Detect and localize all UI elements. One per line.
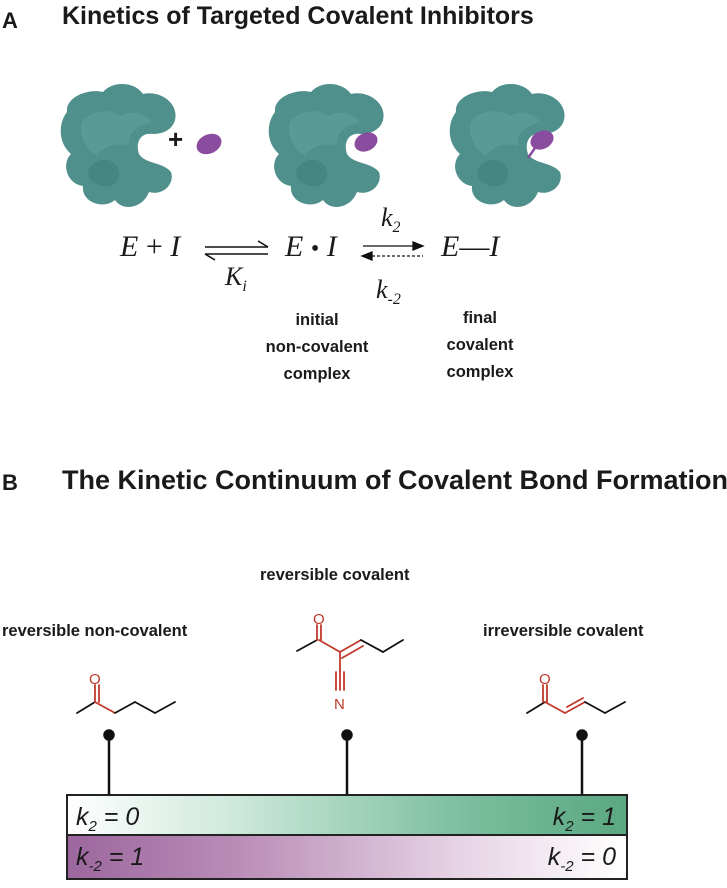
final-complex-line-2: covalent [446, 336, 514, 354]
bar-top-left-k: k [76, 803, 89, 831]
eq-ei-inhibitor: I [326, 230, 337, 263]
ketone-molecule [76, 684, 176, 714]
km2-main: k [376, 275, 388, 304]
eq-inhibitor-symbol: I [170, 230, 181, 263]
eq-cov-dash: — [459, 230, 490, 263]
panel-b-title: The Kinetic Continuum of Covalent Bond F… [62, 465, 727, 495]
left-label: reversible non-covalent [2, 622, 188, 640]
enzyme-icon-free [60, 83, 176, 207]
final-complex-line-1: final [463, 309, 497, 327]
k-minus2-label: k-2 [376, 275, 401, 309]
inhibitor-icon-free [196, 133, 222, 155]
final-complex-line-3: complex [446, 363, 514, 381]
final-complex-label: final covalent complex [430, 305, 530, 386]
equilibrium-arrows-k2 [360, 241, 425, 261]
bar-top-right-text: k2 = 1 [553, 796, 616, 838]
ki-label: Ki [225, 262, 247, 296]
initial-complex-label: initial non-covalent complex [255, 307, 379, 388]
bar-top-left-sub: 2 [88, 818, 97, 835]
inhibitor-icon-noncovalent [354, 132, 378, 152]
panel-a-letter: A [2, 8, 18, 33]
covalent-bond-icon [526, 147, 537, 159]
k2-main: k [381, 203, 393, 232]
equilibrium-arrows-ki [204, 240, 269, 261]
pin-markers [103, 729, 588, 794]
initial-complex-line-3: complex [283, 365, 351, 383]
bar-bottom-left-sub: -2 [88, 858, 102, 875]
k-minus2-gradient-bar: k-2 = 1 k-2 = 0 [66, 836, 628, 880]
bar-top-left-rest: = 0 [96, 803, 140, 831]
equation-e-i-covalent: E—I [441, 230, 499, 264]
panel-b-letter: B [2, 470, 18, 495]
bar-bottom-right-rest: = 0 [573, 843, 616, 871]
right-label: irreversible covalent [483, 622, 644, 640]
bar-bottom-right-sub: -2 [560, 858, 574, 875]
panel-a-title: Kinetics of Targeted Covalent Inhibitors [62, 2, 534, 30]
k2-gradient-bar: k2 = 0 k2 = 1 [66, 794, 628, 836]
enone-oxygen-label: O [313, 611, 325, 628]
nitrile-nitrogen-label: N [334, 696, 345, 713]
bar-bottom-left-k: k [76, 843, 89, 871]
eq-ei-dot: • [310, 236, 320, 262]
bar-bottom-left-rest: = 1 [101, 843, 145, 871]
ketone-oxygen-label: O [89, 671, 101, 688]
k2-label: k2 [381, 203, 401, 237]
k2-sub: 2 [392, 219, 401, 237]
plus-sign: + [168, 124, 184, 154]
initial-complex-line-2: non-covalent [265, 338, 369, 356]
km2-sub: -2 [387, 291, 401, 309]
bar-top-left-text: k2 = 0 [76, 796, 139, 838]
enone-molecule [526, 684, 626, 714]
eq-cov-inhibitor: I [489, 230, 500, 263]
equation-e-plus-i: E + I [120, 230, 180, 264]
initial-complex-line-1: initial [295, 311, 339, 329]
equation-ei-complex: E • I [285, 230, 337, 264]
inhibitor-icon-covalent [530, 130, 554, 150]
eq-plus-symbol: + [145, 230, 163, 263]
enone-oxygen-label-right: O [539, 671, 551, 688]
eq-ei-enzyme: E [285, 230, 304, 263]
bar-bottom-left-text: k-2 = 1 [76, 836, 144, 878]
ki-main: K [225, 262, 243, 291]
bar-bottom-right-text: k-2 = 0 [548, 836, 616, 878]
bar-top-right-rest: = 1 [573, 803, 616, 831]
eq-enzyme-symbol: E [120, 230, 139, 263]
bar-top-right-k: k [552, 803, 566, 831]
ki-sub: i [242, 278, 247, 296]
middle-label: reversible covalent [260, 566, 410, 584]
bar-top-right-sub: 2 [565, 818, 574, 835]
cyano-enone-molecule [296, 624, 404, 691]
bar-bottom-right-k: k [547, 843, 561, 871]
eq-cov-enzyme: E [441, 230, 460, 263]
